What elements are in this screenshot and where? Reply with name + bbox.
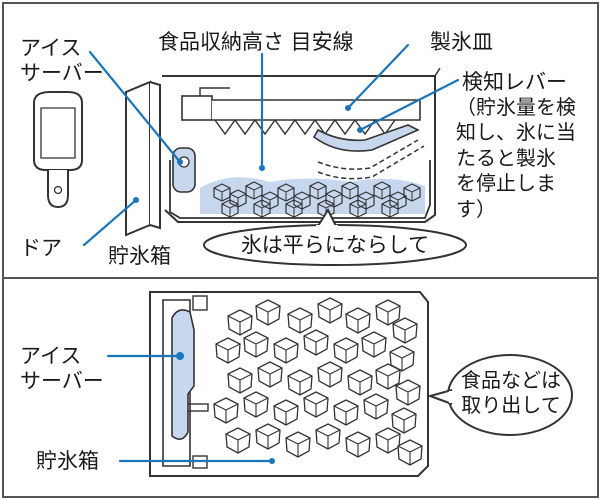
ice-maker-tray — [181, 87, 421, 136]
bubble-flatten-pointer — [317, 207, 337, 227]
detection-lever — [312, 124, 425, 180]
leader-ice-server-top — [88, 50, 182, 164]
label-door: ドア — [20, 236, 62, 260]
bubble-flatten-text: 氷は平らにならして — [240, 233, 430, 257]
label-sensor: 検知レバー — [462, 70, 567, 94]
bubble-remove-food-pointer — [426, 389, 453, 405]
freezer-compartment — [162, 67, 441, 223]
label-ice-tray: 製氷皿 — [430, 30, 493, 54]
label-bin-top: 貯氷箱 — [108, 244, 171, 268]
leader-door — [82, 198, 138, 247]
label-ice-server-top: アイス サーバー — [20, 36, 104, 86]
label-height-line: 食品収納高さ 目安線 — [158, 30, 354, 54]
panel-bottom-border — [2, 277, 599, 498]
ice-bin-top — [169, 160, 431, 219]
label-bin-bottom: 貯氷箱 — [36, 449, 99, 473]
door-panel — [125, 80, 161, 237]
ice-server-scoop-icon — [33, 91, 83, 209]
label-ice-server-bottom: アイス サーバー — [20, 344, 104, 394]
bubble-remove-food-text: 食品などは 取り出して — [461, 368, 561, 417]
ice-server-in-bin — [172, 147, 196, 193]
label-sensor-note: （貯氷量を検 知し、氷に当 たると製氷 を停止しま す） — [456, 95, 576, 221]
leader-ice-tray — [346, 43, 410, 110]
leader-detection-lever — [358, 78, 460, 132]
